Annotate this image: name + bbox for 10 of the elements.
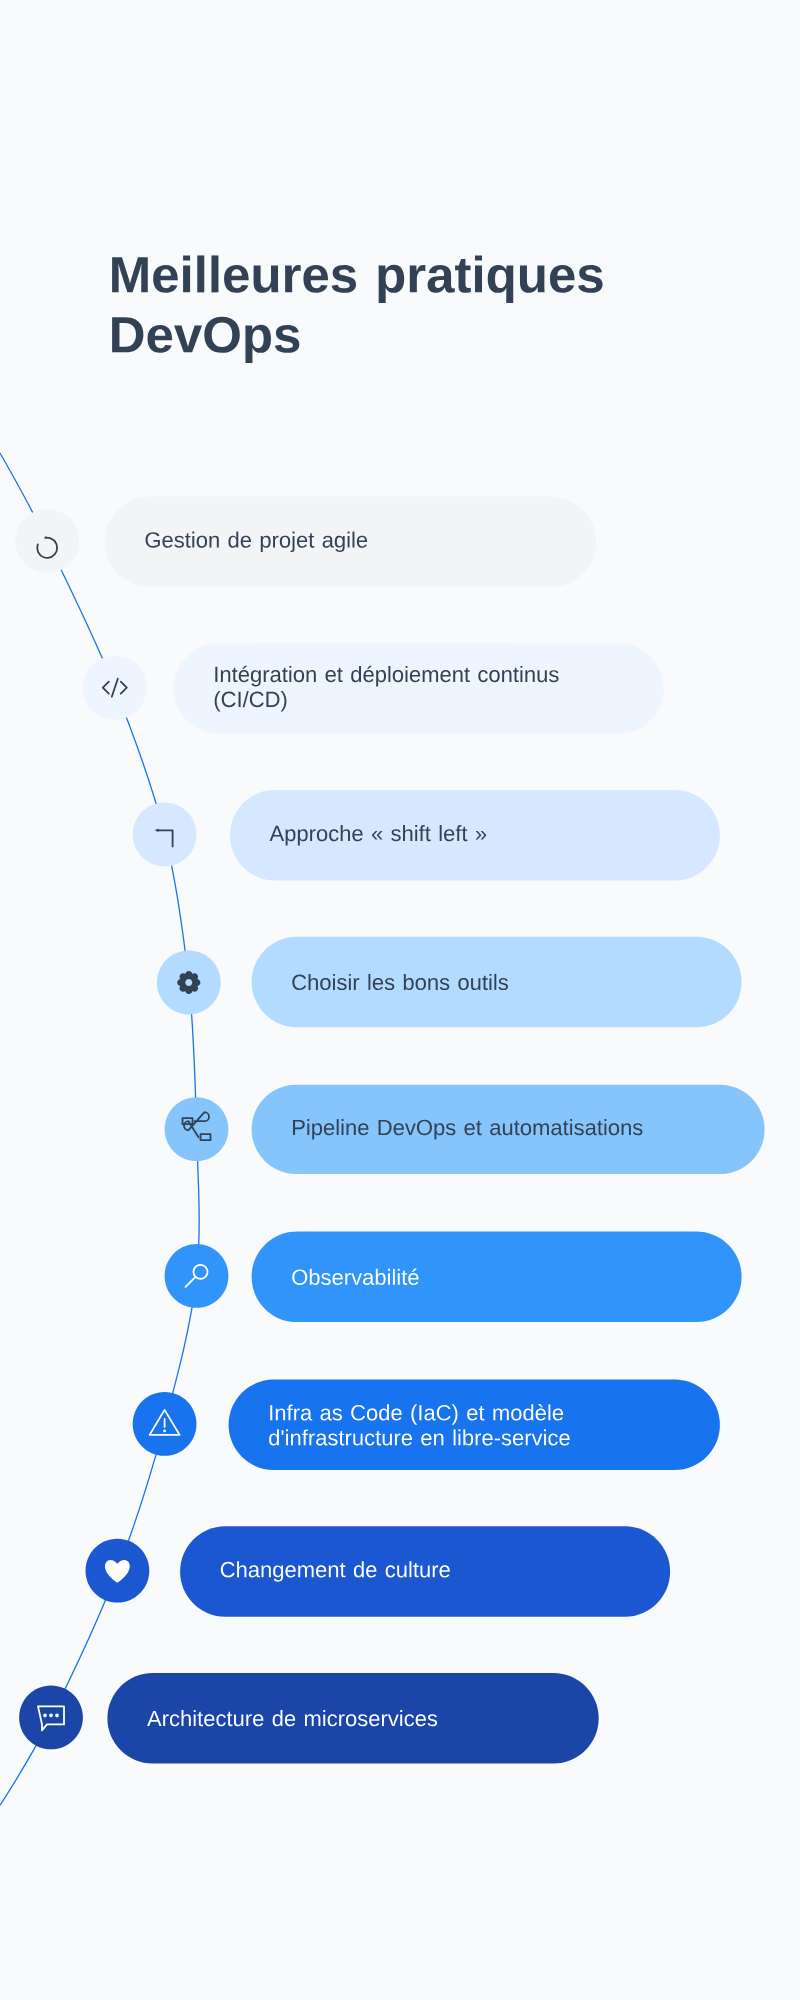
practice-pill: Changement de culture (180, 1526, 671, 1617)
practice-pill: Approche « shift left » (229, 790, 720, 881)
practice-pill: Architecture de microservices (107, 1672, 599, 1764)
title: Meilleures pratiques DevOps (112, 255, 603, 363)
practice-pill: Intégration et déploiement continus (CI/CD) (173, 643, 664, 734)
practice-pill: Observabilité (251, 1231, 742, 1323)
practice-pill: Gestion de projet agile (104, 496, 597, 588)
practice-pill: Pipeline DevOps et automatisations (251, 1084, 765, 1174)
practice-pill: Infra as Code (IaC) et modèle d'infrastructure en libre-service (228, 1379, 720, 1471)
practice-pill: Choisir les bons outils (251, 936, 742, 1028)
